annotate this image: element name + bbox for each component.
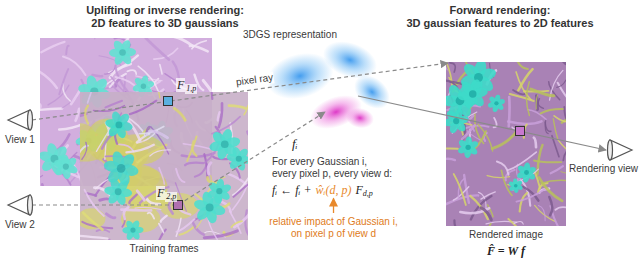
annotation: on pixel p of view d — [291, 228, 376, 240]
pixel-marker — [164, 97, 173, 106]
camera-icon — [608, 140, 613, 160]
section-heading: Uplifting or inverse rendering: — [86, 4, 244, 17]
note-text: every pixel p, every view d: — [272, 168, 392, 180]
camera-icon — [28, 195, 33, 215]
note-text: For every Gaussian i, — [272, 156, 367, 168]
pixel-marker — [516, 127, 525, 136]
pixel-marker — [174, 201, 183, 210]
camera-icon — [28, 110, 33, 130]
math-subscript: 2,p — [165, 192, 177, 202]
section-heading: Forward rendering: — [450, 4, 551, 17]
gaussian — [344, 106, 375, 131]
pixel-ray — [32, 63, 448, 120]
feature-image — [80, 92, 248, 240]
math-subscript: 1,p — [185, 84, 197, 94]
annotation: relative impact of Gaussian i, — [269, 216, 397, 228]
camera-icon — [8, 195, 30, 215]
section-heading: 3D gaussian features to 2D features — [406, 17, 593, 30]
math-symbol: F — [176, 78, 185, 92]
image-frame: Rendered image — [446, 62, 566, 226]
view-label: View 1 — [5, 134, 35, 146]
math-symbol: F — [156, 186, 165, 200]
camera-icon — [8, 110, 30, 130]
callout-arrow — [333, 198, 334, 213]
view-label: View 2 — [5, 219, 35, 231]
formula: F̂ = W f — [487, 244, 525, 258]
image-frame: Training frames — [80, 92, 248, 240]
part-label: 3DGS representation — [243, 29, 337, 41]
math-symbol: fᵢ — [292, 136, 298, 152]
formula: fᵢ ← fᵢ + — [272, 183, 312, 197]
frame-caption: Rendered image — [469, 229, 543, 241]
formula: F — [355, 183, 362, 197]
feature-image — [446, 62, 566, 226]
frame-caption: Training frames — [129, 243, 198, 255]
math-subscript: d,p — [363, 189, 373, 199]
pixel-ray — [358, 96, 606, 150]
formula: ŵᵢ(d, p) — [316, 183, 352, 197]
view-label: Rendering view — [569, 163, 638, 175]
section-heading: 2D features to 3D gaussians — [91, 17, 238, 30]
camera-icon — [610, 140, 632, 160]
